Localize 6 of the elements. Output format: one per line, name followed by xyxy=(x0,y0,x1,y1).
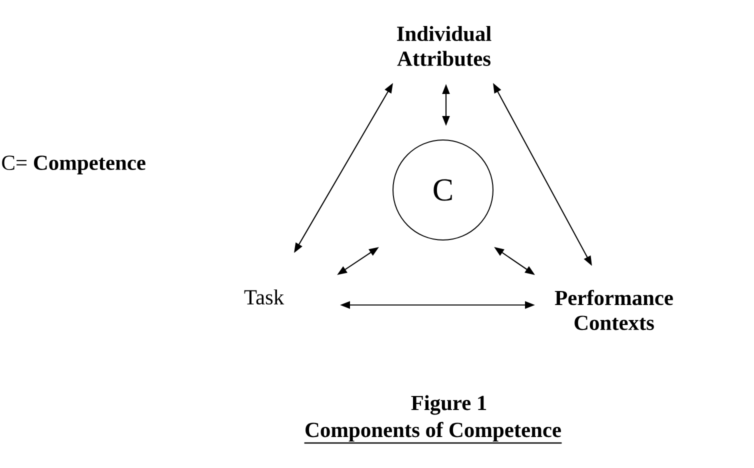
figure-title: Components of Competence xyxy=(304,422,562,444)
note: C= Competence xyxy=(2,156,146,174)
node-label: Individual Attributes xyxy=(397,26,492,66)
node-label: Task xyxy=(244,289,284,305)
node-label: Performance Contexts xyxy=(554,290,673,330)
caption: Figure 1 xyxy=(411,395,486,415)
